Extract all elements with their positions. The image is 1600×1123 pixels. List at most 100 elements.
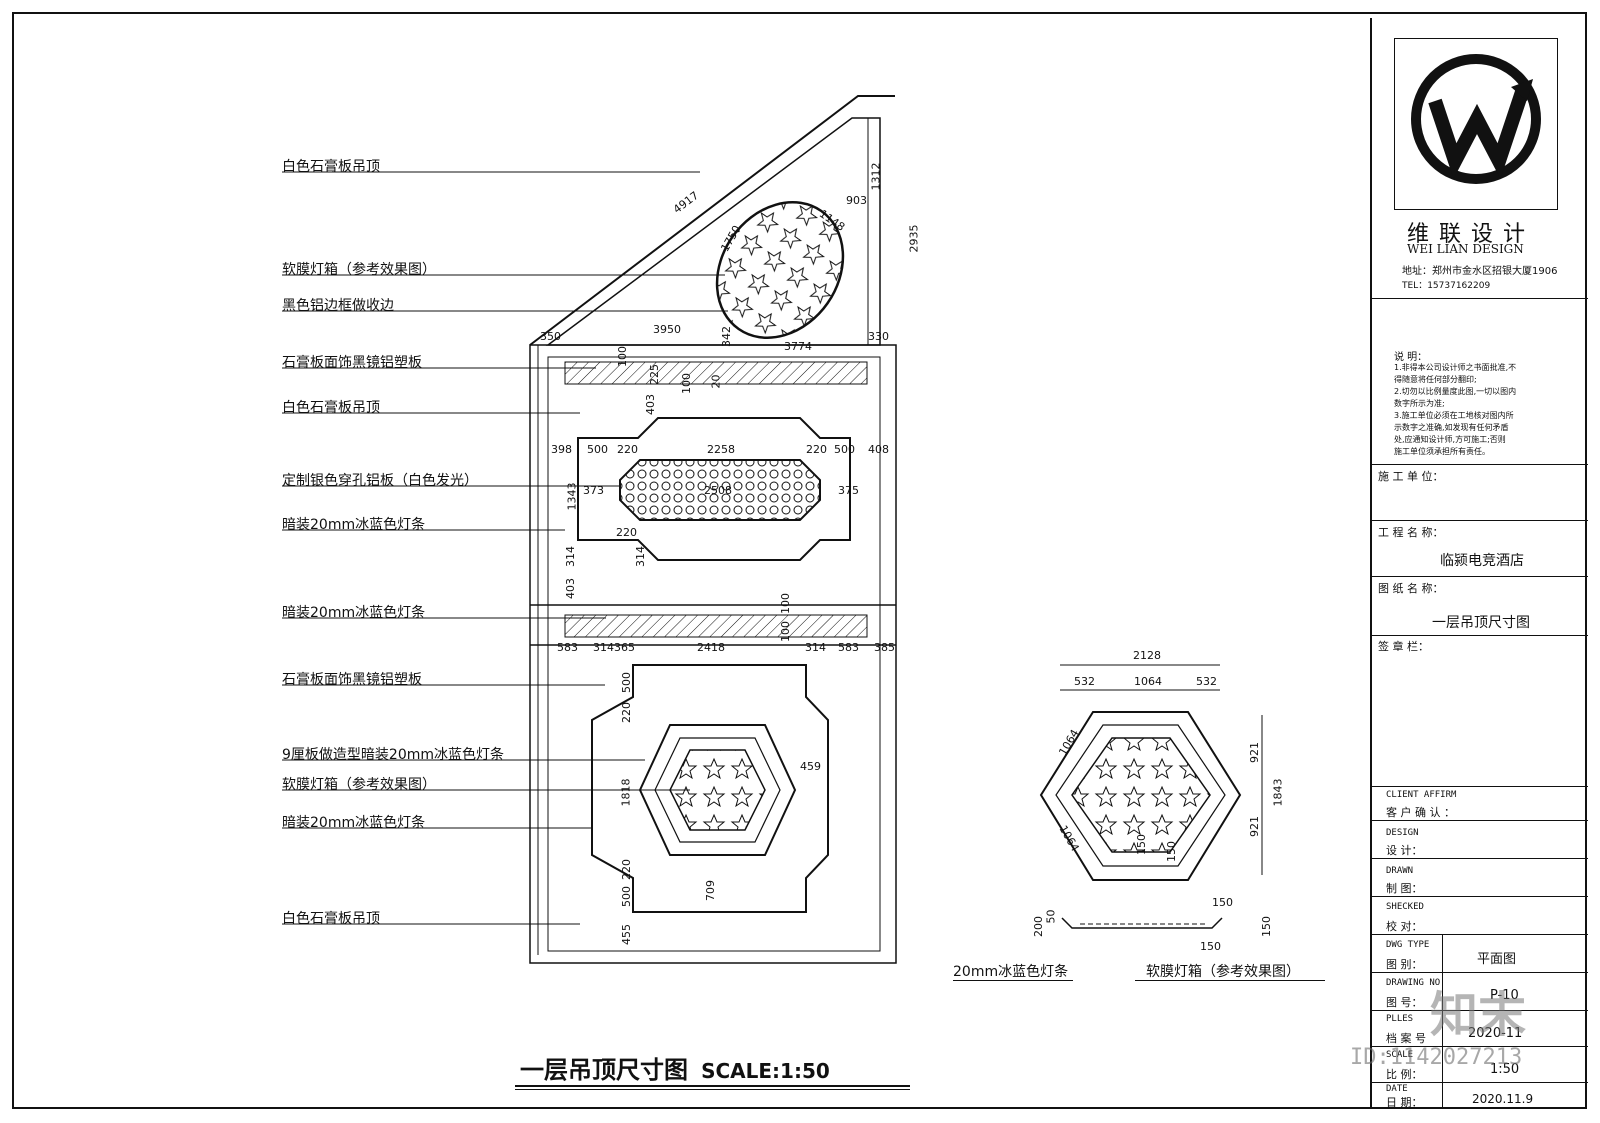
tb-divider xyxy=(1372,1010,1588,1011)
drawing-label: 图 纸 名 称： xyxy=(1378,582,1444,595)
dwg-type-en: DWG TYPE xyxy=(1386,940,1430,950)
scale-value: 1:50 xyxy=(1490,1062,1520,1077)
scale-en: SCALE xyxy=(1386,1050,1414,1060)
dimension-text: 403 xyxy=(644,394,657,415)
company-tel: TEL：15737162209 xyxy=(1402,281,1491,291)
tb-divider xyxy=(1372,576,1588,577)
dimension-text: 1343 xyxy=(565,482,579,511)
dimension-text: 583 xyxy=(838,641,859,654)
dimension-text: 220 xyxy=(620,859,633,880)
tb-divider xyxy=(1372,972,1588,973)
dimension-text: 150 xyxy=(1165,841,1178,862)
design-cn: 设 计： xyxy=(1386,844,1423,857)
dimension-text: 365 xyxy=(614,641,635,654)
dimension-text: 500 xyxy=(620,886,633,907)
client-affirm-en: CLIENT AFFIRM xyxy=(1386,790,1457,800)
contractor-label: 施 工 单 位： xyxy=(1378,470,1444,483)
note-line: 2.切勿以比例量度此图,一切以图内 xyxy=(1394,387,1517,396)
dimension-text: 403 xyxy=(564,578,577,599)
annotation-label: 白色石膏板吊顶 xyxy=(282,911,380,927)
date-value: 2020.11.9 xyxy=(1472,1092,1534,1106)
detail-label: 软膜灯箱（参考效果图） xyxy=(1146,964,1300,980)
plles-en: PLLES xyxy=(1386,1014,1414,1024)
dimension-text: 2128 xyxy=(1133,649,1161,662)
notes-title: 说 明： xyxy=(1394,352,1428,363)
dwg-no-value: P-10 xyxy=(1490,988,1519,1003)
dimension-text: 220 xyxy=(806,443,827,456)
dimension-text: 2935 xyxy=(907,224,921,253)
corridor-walls xyxy=(529,344,897,964)
company-address: 地址：郑州市金水区招银大厦1906 xyxy=(1402,266,1558,277)
dimension-text: 583 xyxy=(557,641,578,654)
dimension-text: 1818 xyxy=(619,778,633,807)
company-name-en: WEI LIAN DESIGN xyxy=(1407,242,1524,256)
dimension-text: 903 xyxy=(846,194,867,207)
dimension-text: 2258 xyxy=(707,443,735,456)
project-name: 临颍电竞酒店 xyxy=(1440,553,1524,569)
dimension-text: 150 xyxy=(1260,916,1273,937)
drawing-title: 一层吊顶尺寸图 SCALE:1:50 xyxy=(520,1050,830,1085)
title-underline xyxy=(515,1085,910,1087)
dimension-text: 2508 xyxy=(704,484,732,497)
dimension-text: 921 xyxy=(1248,816,1261,837)
dimension-text: 3774 xyxy=(784,340,812,353)
sign-label: 签 章 栏： xyxy=(1378,640,1429,653)
dimension-text: 455 xyxy=(620,924,633,945)
dimension-text: 350 xyxy=(540,330,561,343)
dimension-text: 330 xyxy=(868,330,889,343)
detail-hexagon xyxy=(1039,664,1263,881)
dimension-text: 314 xyxy=(564,546,577,567)
dwg-type-value: 平面图 xyxy=(1477,952,1517,967)
tb-divider xyxy=(1372,858,1588,859)
tb-divider xyxy=(1372,635,1588,636)
dimension-text: 100 xyxy=(680,373,693,394)
dimension-text: 500 xyxy=(620,672,633,693)
tb-vertical-divider xyxy=(1442,934,1443,1108)
annotation-label: 软膜灯箱（参考效果图） xyxy=(282,777,436,793)
dimension-text: 220 xyxy=(620,702,633,723)
note-line: 1.非得本公司设计师之书面批准,不 xyxy=(1394,363,1517,372)
dimension-text: 20 xyxy=(709,374,723,389)
note-line: 3.施工单位必须在工地核对图内所 xyxy=(1394,411,1514,420)
dimension-text: 342 xyxy=(720,326,733,347)
tb-divider xyxy=(1372,520,1588,521)
drawn-en: DRAWN xyxy=(1386,866,1414,876)
dimension-text: 220 xyxy=(616,526,637,539)
dimension-text: 150 xyxy=(1200,940,1221,953)
plles-cn: 档 案 号 xyxy=(1386,1032,1426,1045)
section-detail xyxy=(1061,917,1223,929)
scale-cn: 比 例： xyxy=(1386,1068,1423,1081)
note-line: 数字所示为准; xyxy=(1394,399,1445,408)
dwg-no-en: DRAWING NO xyxy=(1386,978,1441,988)
detail-label: 20mm冰蓝色灯条 xyxy=(953,964,1069,980)
dimension-text: 500 xyxy=(587,443,608,456)
dimension-text: 532 xyxy=(1074,675,1095,688)
dimension-text: 532 xyxy=(1196,675,1217,688)
design-en: DESIGN xyxy=(1386,828,1419,838)
annotation-label: 软膜灯箱（参考效果图） xyxy=(282,262,436,278)
date-cn: 日 期： xyxy=(1386,1096,1423,1109)
company-logo xyxy=(1394,38,1558,210)
dimension-text: 100 xyxy=(616,346,629,367)
drawing-name: 一层吊顶尺寸图 xyxy=(1432,615,1530,631)
title-block: 维联设计 WEI LIAN DESIGN 地址：郑州市金水区招银大厦1906 T… xyxy=(1370,18,1588,1109)
leader-line xyxy=(1135,980,1325,981)
dimension-text: 314 xyxy=(805,641,826,654)
annotation-label: 石膏板面饰黑镜铝塑板 xyxy=(282,672,422,688)
annotation-label: 暗装20mm冰蓝色灯条 xyxy=(282,605,426,621)
note-line: 得随意将任何部分翻印; xyxy=(1394,375,1477,384)
title-scale: SCALE:1:50 xyxy=(701,1059,830,1083)
tb-divider xyxy=(1372,896,1588,897)
leader-lines xyxy=(282,171,728,925)
dimension-text: 100 xyxy=(779,621,792,642)
annotation-label: 暗装20mm冰蓝色灯条 xyxy=(282,815,426,831)
dwg-no-cn: 图 号： xyxy=(1386,996,1423,1009)
dimension-text: 314 xyxy=(593,641,614,654)
project-label: 工 程 名 称： xyxy=(1378,526,1444,539)
dimension-text: 921 xyxy=(1248,742,1261,763)
middle-panel xyxy=(577,417,851,561)
tb-divider xyxy=(1372,464,1588,465)
dimension-text: 500 xyxy=(834,443,855,456)
dimension-text: 709 xyxy=(704,880,717,901)
leader-line xyxy=(953,980,1073,981)
